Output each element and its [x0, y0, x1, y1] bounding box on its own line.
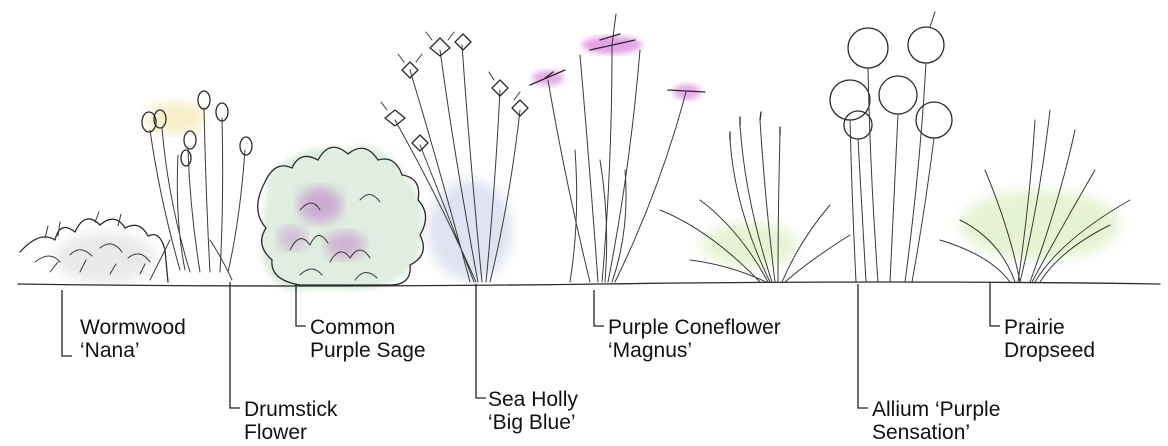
ground-line — [18, 282, 1160, 286]
label-prairie-dropseed: Prairie Dropseed — [1004, 316, 1095, 362]
allium-sketch — [830, 12, 952, 282]
label-line-2: Dropseed — [1004, 339, 1095, 362]
label-sea-holly: Sea Holly ‘Big Blue’ — [488, 388, 578, 434]
label-purple-coneflower: Purple Coneflower ‘Magnus’ — [608, 316, 781, 362]
label-line-2: Sensation’ — [872, 421, 1000, 444]
label-line-2: ‘Big Blue’ — [488, 411, 578, 434]
label-drumstick-flower: Drumstick Flower — [244, 398, 337, 444]
label-allium: Allium ‘Purple Sensation’ — [872, 398, 1000, 444]
label-line-1: Allium ‘Purple — [872, 398, 1000, 421]
label-line-1: Sea Holly — [488, 388, 578, 411]
label-common-purple-sage: Common Purple Sage — [310, 316, 426, 362]
label-line-2: Flower — [244, 421, 337, 444]
label-line-1: Common — [310, 316, 426, 339]
label-line-1: Purple Coneflower — [608, 316, 781, 339]
label-line-1: Prairie — [1004, 316, 1095, 339]
label-line-1: Drumstick — [244, 398, 337, 421]
coneflower-sketch — [530, 14, 705, 282]
label-line-2: ‘Nana’ — [80, 339, 186, 362]
label-wormwood: Wormwood ‘Nana’ — [80, 316, 186, 362]
label-line-2: ‘Magnus’ — [608, 339, 781, 362]
label-line-2: Purple Sage — [310, 339, 426, 362]
label-line-1: Wormwood — [80, 316, 186, 339]
watercolor-washes — [55, 36, 1120, 290]
